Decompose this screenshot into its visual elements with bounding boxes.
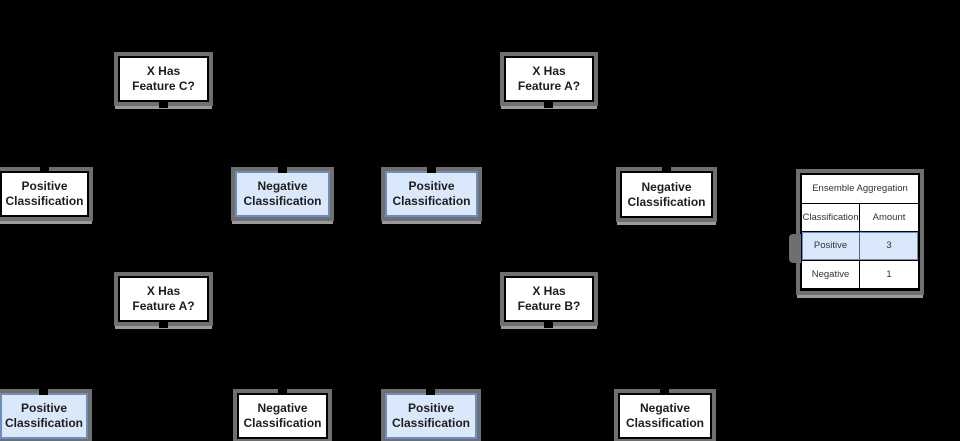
tree4-root-question-node: X Has Feature B? [504,276,594,328]
negative-amount-cell: 1 [886,268,892,280]
tree1-positive-leaf-node: Positive Classification [0,165,89,217]
connector-stub-icon [426,387,435,395]
tree1-root-question-node: X Has Feature C? [118,56,209,108]
tree2-root-question-node: X Has Feature A? [504,56,594,108]
tree1-negative-leaf-label: Negative Classification [243,179,322,208]
negative-classification-cell: Negative [802,260,860,288]
connector-stub-icon [660,387,669,395]
tree3-negative-leaf-label: Negative Classification [243,401,322,430]
tree3-positive-leaf-label: Positive Classification [4,401,84,430]
tree2-negative-leaf-label: Negative Classification [627,179,706,209]
connector-stub-icon [277,165,287,173]
tree2-root-label: X Has Feature A? [517,64,581,93]
column-header-classification: Classification [802,203,860,231]
tree4-positive-leaf-node-selected: Positive Classification [385,387,477,439]
tree4-root-label: X Has Feature B? [517,284,581,313]
tree3-root-label: X Has Feature A? [132,284,195,313]
incoming-arrow-shadow [789,234,801,263]
column-header-amount: Amount [872,211,906,223]
tree2-negative-leaf-node: Negative Classification [620,165,713,218]
table-row-negative: Negative 1 [802,260,918,289]
connector-stub-icon [661,165,671,173]
table-title: Ensemble Aggregation [802,175,918,204]
connector-stub-icon [39,165,49,173]
tree3-positive-leaf-node-selected: Positive Classification [0,387,88,439]
tree1-negative-leaf-node-selected: Negative Classification [235,165,330,217]
table-row-positive-highlighted: Positive 3 [802,232,918,261]
tree4-positive-leaf-label: Positive Classification [391,401,471,430]
positive-amount-cell: 3 [886,240,892,252]
connector-stub-icon [544,100,553,108]
tree2-positive-leaf-label: Positive Classification [392,179,471,208]
connector-stub-icon [158,100,168,108]
positive-classification-cell: Positive [802,232,860,260]
tree4-negative-leaf-label: Negative Classification [625,401,705,430]
ensemble-aggregation-table: Ensemble Aggregation Classification Amou… [789,173,920,291]
tree1-root-label: X Has Feature C? [132,64,195,93]
tree3-negative-leaf-node: Negative Classification [237,387,328,439]
connector-stub-icon [158,320,168,328]
connector-stub-icon [277,387,287,395]
tree1-positive-leaf-label: Positive Classification [5,179,84,208]
tree2-positive-leaf-node-selected: Positive Classification [385,165,478,217]
connector-stub-icon [39,387,48,395]
table-header-row: Classification Amount [802,203,918,232]
connector-stub-icon [426,165,436,173]
tree3-root-question-node: X Has Feature A? [118,276,209,328]
connector-stub-icon [544,320,553,328]
tree4-negative-leaf-node: Negative Classification [618,387,712,439]
